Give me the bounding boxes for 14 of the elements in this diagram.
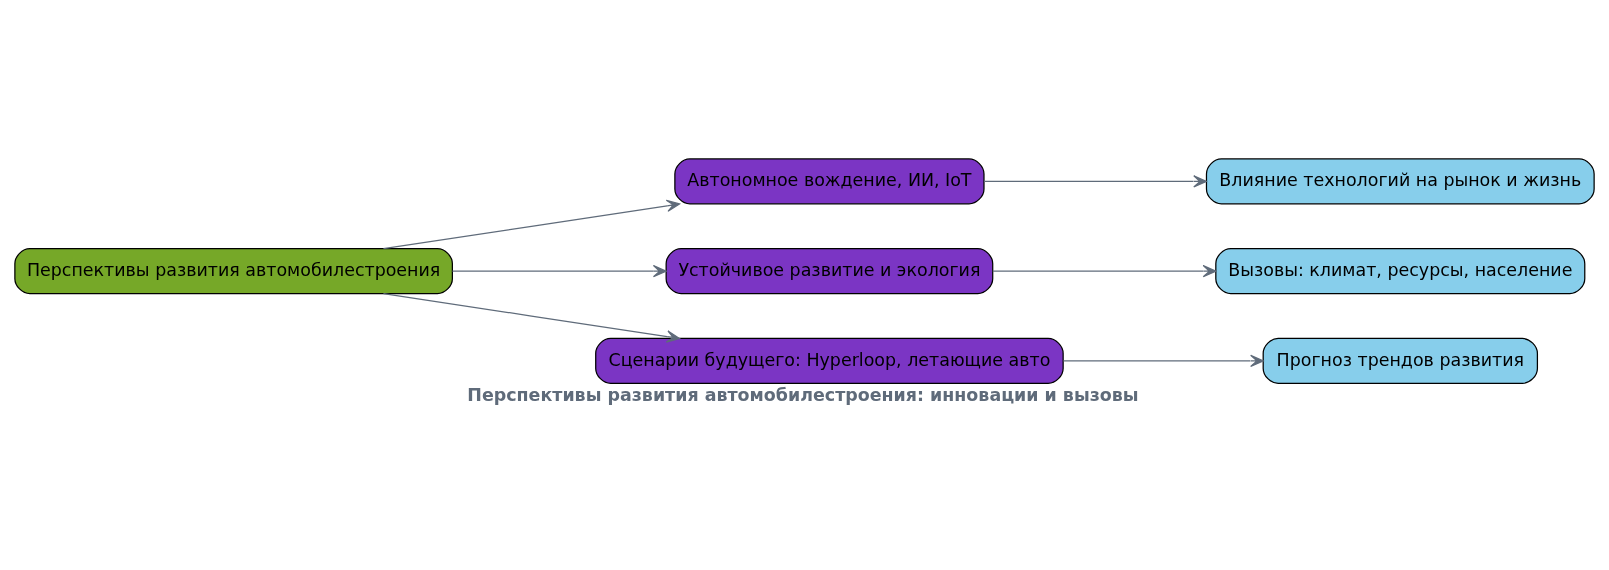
- arrow: [382, 199, 681, 249]
- node-box: Влияние технологий на рынок и жизнь: [1205, 157, 1595, 204]
- arrow: [451, 264, 667, 277]
- node-box: Сценарии будущего: Hyperloop, летающие авто: [595, 337, 1064, 384]
- node-box: Автономное вождение, ИИ, IoT: [674, 157, 985, 204]
- node-box: Вызовы: климат, ресурсы, население: [1215, 247, 1586, 294]
- node-box: Устойчивое развитие и экология: [665, 247, 994, 294]
- arrow: [992, 264, 1217, 277]
- diagram-title: Перспективы развития автомобилестроения: инновации и вызовы: [467, 384, 1139, 405]
- arrow: [382, 292, 681, 343]
- arrow: [1062, 354, 1264, 367]
- node-box: Перспективы развития автомобилестроения: [14, 247, 453, 294]
- arrow: [983, 174, 1207, 188]
- node-box: Прогноз трендов развития: [1262, 337, 1539, 384]
